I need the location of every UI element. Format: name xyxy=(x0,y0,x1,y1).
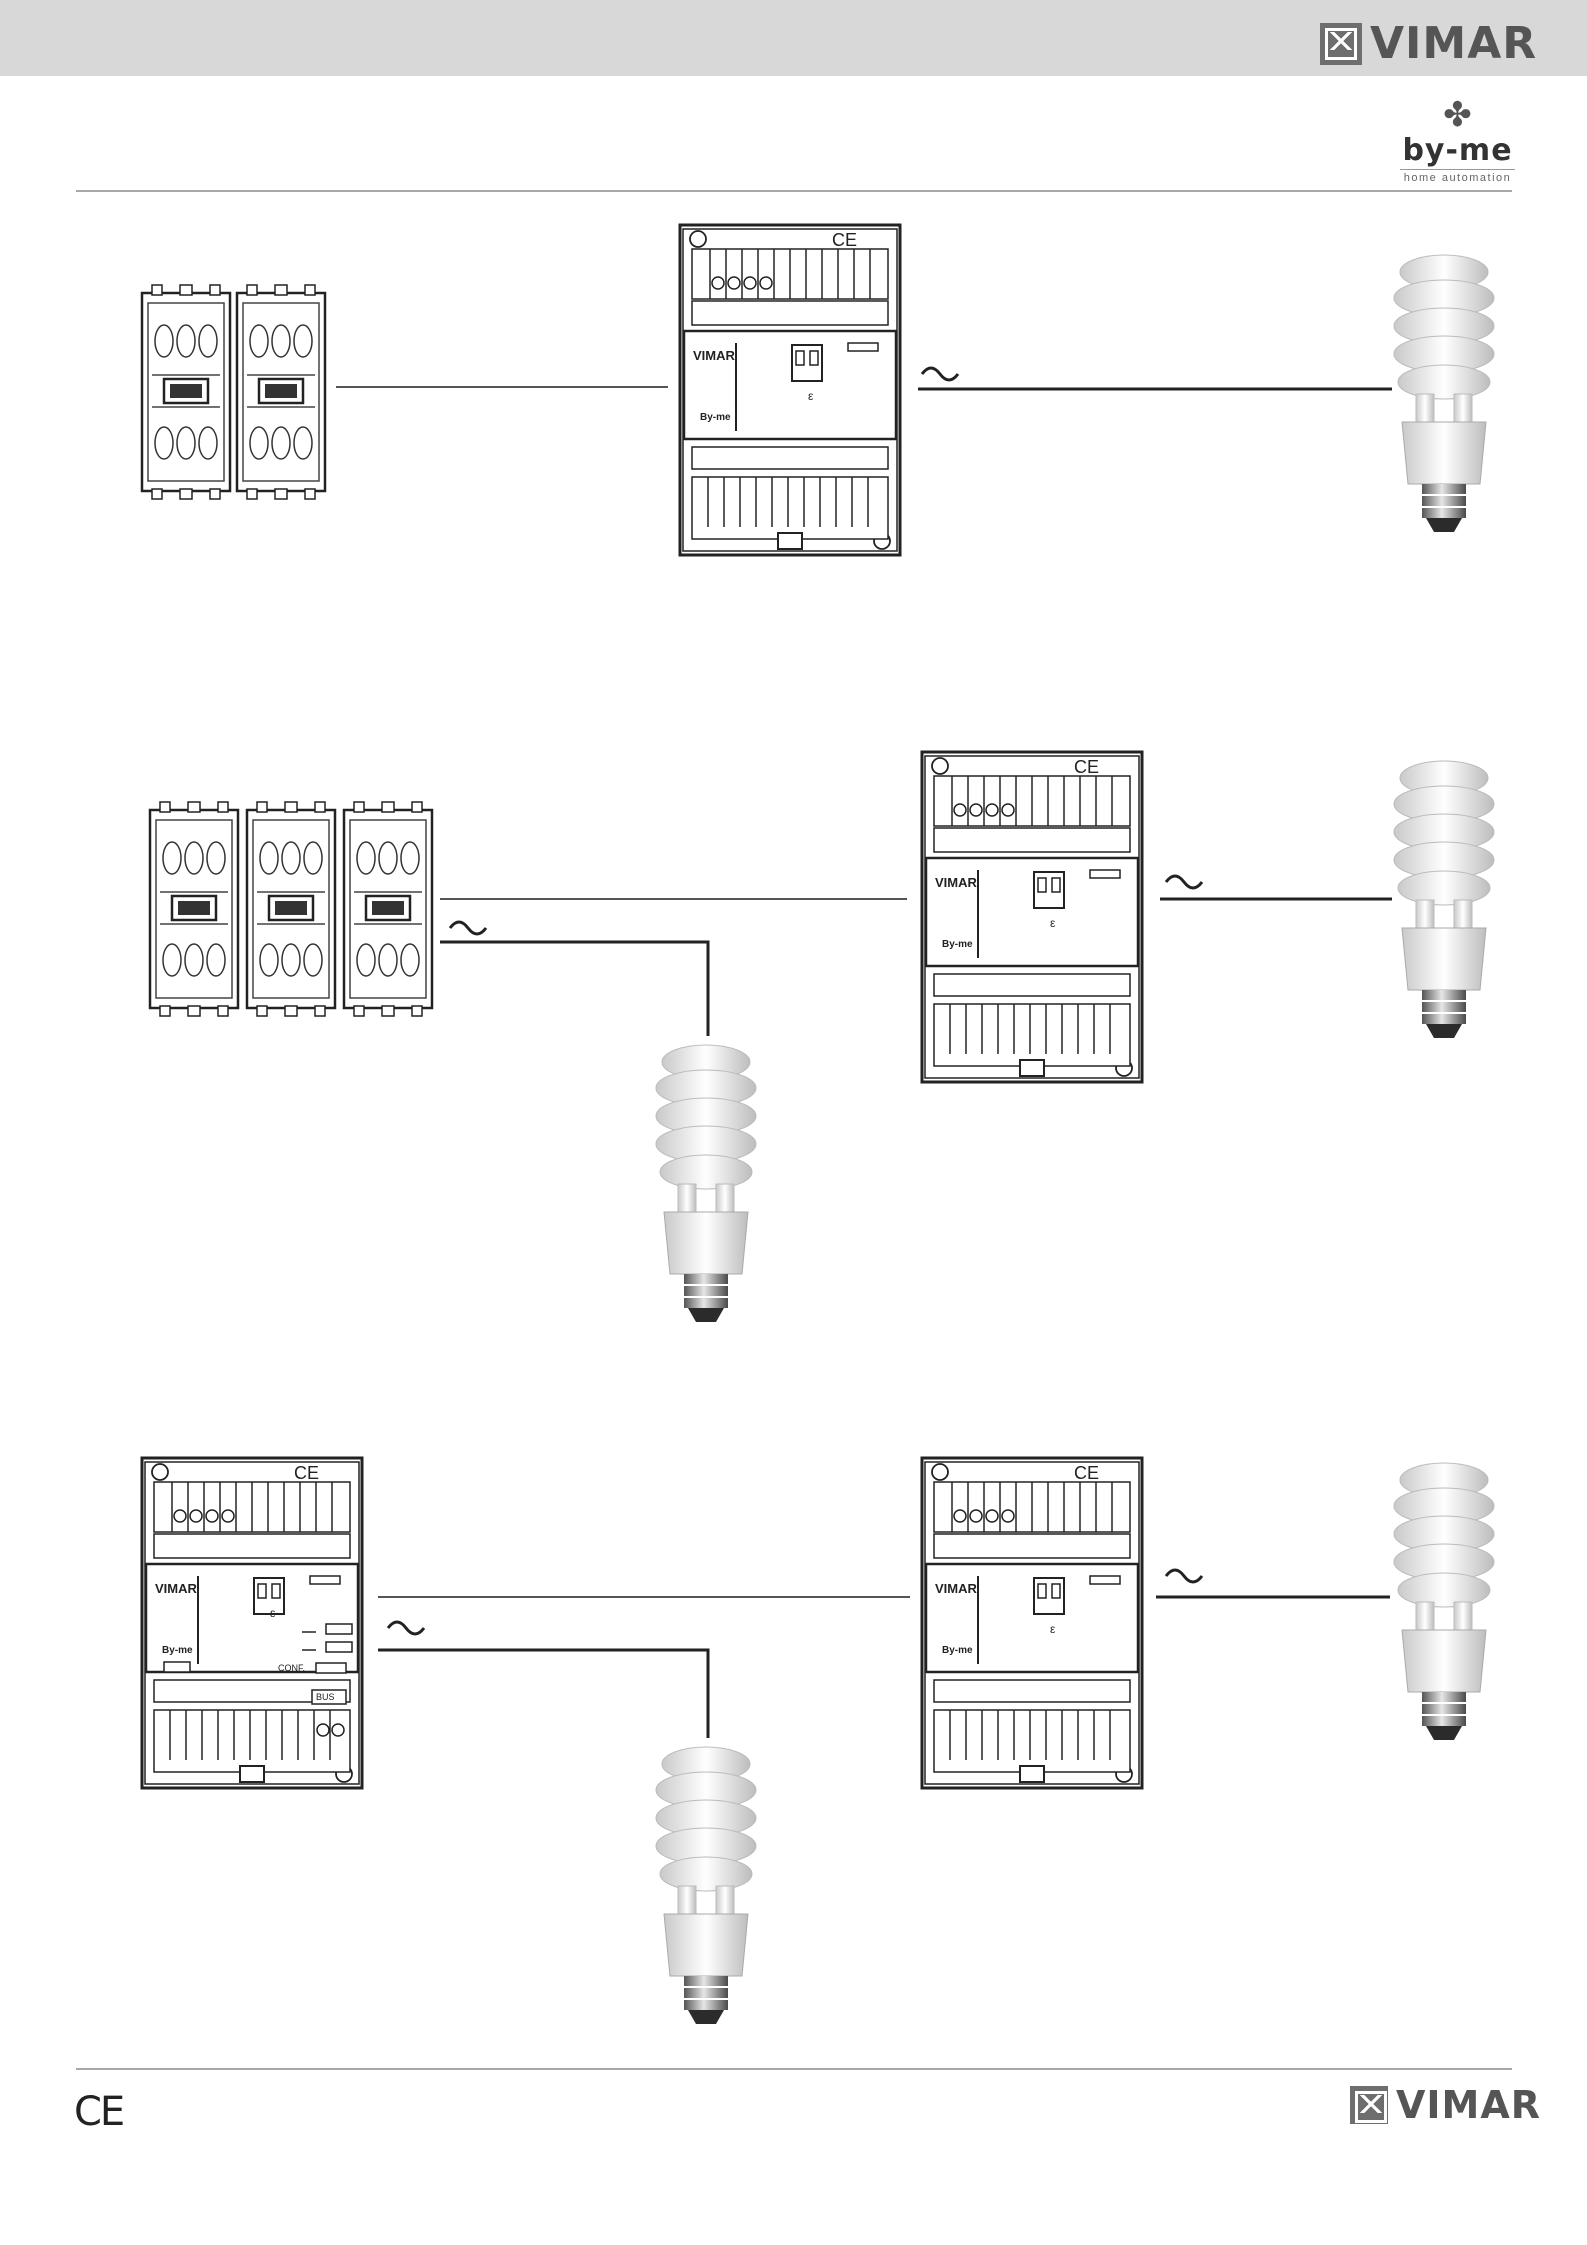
device-brand-label: VIMAR xyxy=(693,348,736,363)
device-channel-label: ε xyxy=(1050,916,1056,930)
device-series-label: By-me xyxy=(942,1645,973,1656)
device-ce-label: CE xyxy=(1074,757,1099,777)
din-rail-controller-icon xyxy=(142,1458,362,1788)
device-brand-label: VIMAR xyxy=(155,1581,198,1596)
device-series-label: By-me xyxy=(162,1645,193,1656)
cfl-lamp-icon xyxy=(656,1045,756,1322)
device-channel-label: ε xyxy=(1050,1622,1056,1636)
cfl-lamp-icon xyxy=(1394,1463,1494,1740)
ac-supply-icon xyxy=(450,922,486,934)
device-brand-label: VIMAR xyxy=(935,1581,978,1596)
ac-supply-icon xyxy=(388,1622,424,1634)
device-channel-label: ε xyxy=(808,389,814,403)
device-conf-label: CONF. xyxy=(278,1663,305,1673)
din-rail-actuator-icon xyxy=(680,225,900,555)
push-button-module-icon xyxy=(150,802,432,1016)
device-series-label: By-me xyxy=(700,412,731,423)
device-ce-label: CE xyxy=(294,1463,319,1483)
load-line xyxy=(378,1650,708,1738)
cfl-lamp-icon xyxy=(656,1747,756,2024)
cfl-lamp-icon xyxy=(1394,761,1494,1038)
push-button-module-icon xyxy=(142,285,325,499)
load-line xyxy=(440,942,708,1036)
cfl-lamp-icon xyxy=(1394,255,1494,532)
ac-supply-icon xyxy=(1166,876,1202,888)
ac-supply-icon xyxy=(1166,1570,1202,1582)
device-channel-label: ε xyxy=(270,1606,276,1620)
device-bus-label: BUS xyxy=(316,1692,335,1702)
din-rail-actuator-icon xyxy=(922,1458,1142,1788)
diagram-3 xyxy=(142,1458,1494,2024)
diagram-1 xyxy=(142,225,1494,555)
device-series-label: By-me xyxy=(942,939,973,950)
ac-supply-icon xyxy=(922,368,958,380)
device-ce-label: CE xyxy=(1074,1463,1099,1483)
din-rail-actuator-icon xyxy=(922,752,1142,1082)
device-ce-label: CE xyxy=(832,230,857,250)
device-brand-label: VIMAR xyxy=(935,875,978,890)
diagram-2 xyxy=(150,752,1494,1322)
